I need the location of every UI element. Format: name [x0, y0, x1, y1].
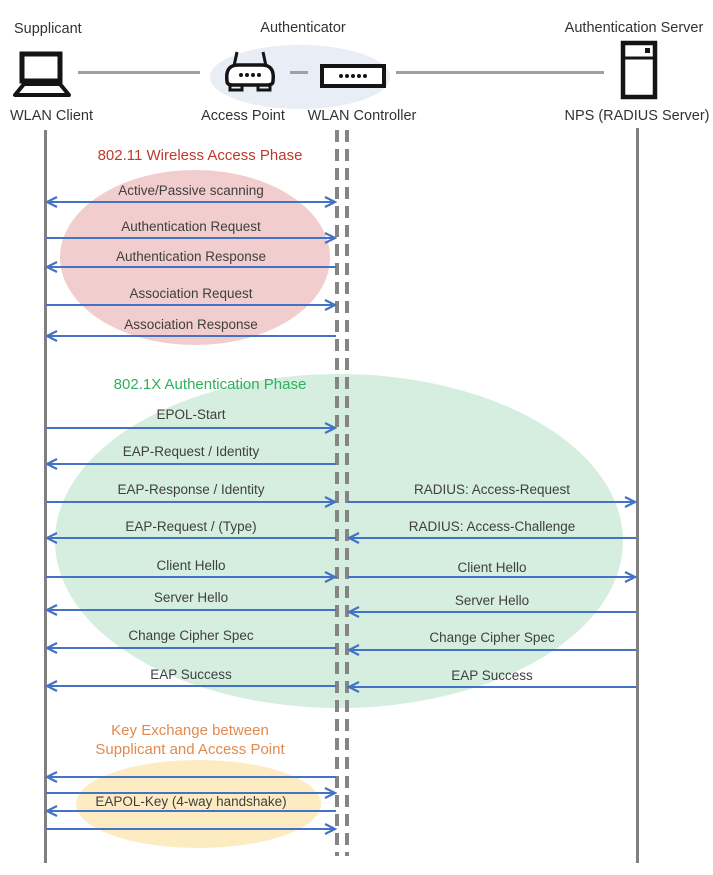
server-icon: [620, 40, 658, 100]
message-label-eapol-key-handshake: EAPOL-Key (4-way handshake): [95, 794, 287, 809]
role-supplicant: Supplicant: [14, 21, 82, 37]
lifeline-wlan-controller-left: [335, 130, 339, 856]
phase2-ellipse: [55, 374, 623, 708]
connector-controller-server: [396, 71, 604, 74]
node-label-wlan-client: WLAN Client: [10, 108, 93, 124]
node-label-nps-radius-server: NPS (RADIUS Server): [564, 108, 710, 124]
message-label-association-response: Association Response: [124, 317, 258, 332]
message-label-authentication-response: Authentication Response: [115, 249, 267, 264]
message-label-authentication-request: Authentication Request: [121, 219, 261, 234]
phase3-title: Key Exchange between Supplicant and Acce…: [95, 721, 284, 759]
message-label-change-cipher-spec-left: Change Cipher Spec: [128, 628, 254, 643]
lifeline-wlan-client: [44, 130, 47, 863]
node-label-wlan-controller: WLAN Controller: [307, 108, 417, 124]
message-label-eap-request-type: EAP-Request / (Type): [125, 519, 257, 534]
lifeline-nps-server: [636, 128, 639, 863]
message-label-active-passive-scanning: Active/Passive scanning: [118, 183, 264, 198]
phase1-title: 802.11 Wireless Access Phase: [97, 147, 303, 164]
message-label-server-hello-right: Server Hello: [454, 593, 530, 608]
message-label-radius-access-request: RADIUS: Access-Request: [413, 482, 571, 497]
message-label-change-cipher-spec-right: Change Cipher Spec: [429, 630, 555, 645]
message-label-epol-start: EPOL-Start: [156, 407, 226, 422]
message-label-eap-success-left: EAP Success: [150, 667, 232, 682]
connector-client-ap: [78, 71, 200, 74]
node-label-access-point: Access Point: [201, 108, 285, 124]
message-label-client-hello-left: Client Hello: [156, 558, 226, 573]
phase3-title-line2: Supplicant and Access Point: [95, 741, 285, 758]
lifeline-wlan-controller-right: [345, 130, 349, 856]
message-label-eap-request-identity: EAP-Request / Identity: [122, 444, 260, 459]
phase3-ellipse: [76, 760, 321, 848]
role-authenticator: Authenticator: [260, 20, 346, 36]
laptop-icon: [13, 51, 71, 97]
message-label-server-hello-left: Server Hello: [153, 590, 229, 605]
wlan-controller-icon: [320, 64, 386, 88]
access-point-icon: [224, 51, 276, 92]
message-label-client-hello-right: Client Hello: [457, 560, 527, 575]
message-label-radius-access-challenge: RADIUS: Access-Challenge: [408, 519, 576, 534]
message-label-association-request: Association Request: [129, 286, 253, 301]
connector-ap-controller: [290, 71, 308, 74]
phase3-title-line1: Key Exchange between: [111, 722, 269, 739]
message-label-eap-success-right: EAP Success: [451, 668, 533, 683]
role-authentication-server: Authentication Server: [564, 20, 704, 36]
message-label-eap-response-identity: EAP-Response / Identity: [117, 482, 265, 497]
phase2-title: 802.1X Authentication Phase: [113, 376, 307, 393]
